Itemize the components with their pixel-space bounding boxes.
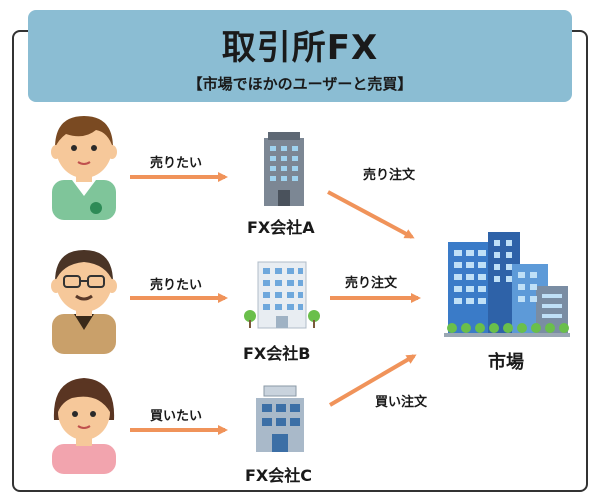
company-a-order-label: 売り注文	[363, 168, 416, 183]
person-man-green-icon	[51, 116, 117, 220]
person-man-glasses-icon	[51, 250, 117, 354]
company-a-building-icon	[264, 132, 304, 206]
person2-action-label: 売りたい	[150, 278, 203, 293]
market-city-icon	[444, 232, 570, 337]
market-label: 市場	[488, 352, 524, 373]
page-title: 取引所FX	[221, 28, 379, 68]
arrow-companyA-to-market	[327, 190, 415, 239]
header-banner: 取引所FX 【市場でほかのユーザーと売買】	[28, 10, 572, 102]
page-subtitle: 【市場でほかのユーザーと売買】	[187, 75, 413, 93]
company-c-label: FX会社C	[245, 466, 313, 485]
company-c-building-icon	[256, 385, 304, 452]
person-woman-pink-icon	[52, 378, 116, 474]
person1-action-label: 売りたい	[150, 156, 203, 171]
company-b-label: FX会社B	[243, 344, 311, 363]
company-b-order-label: 売り注文	[345, 276, 398, 291]
arrow-companyC-to-market	[328, 354, 417, 407]
person3-action-label: 買いたい	[150, 409, 203, 424]
company-a-label: FX会社A	[247, 218, 315, 237]
company-b-building-icon	[244, 261, 320, 329]
company-c-order-label: 買い注文	[375, 395, 428, 410]
